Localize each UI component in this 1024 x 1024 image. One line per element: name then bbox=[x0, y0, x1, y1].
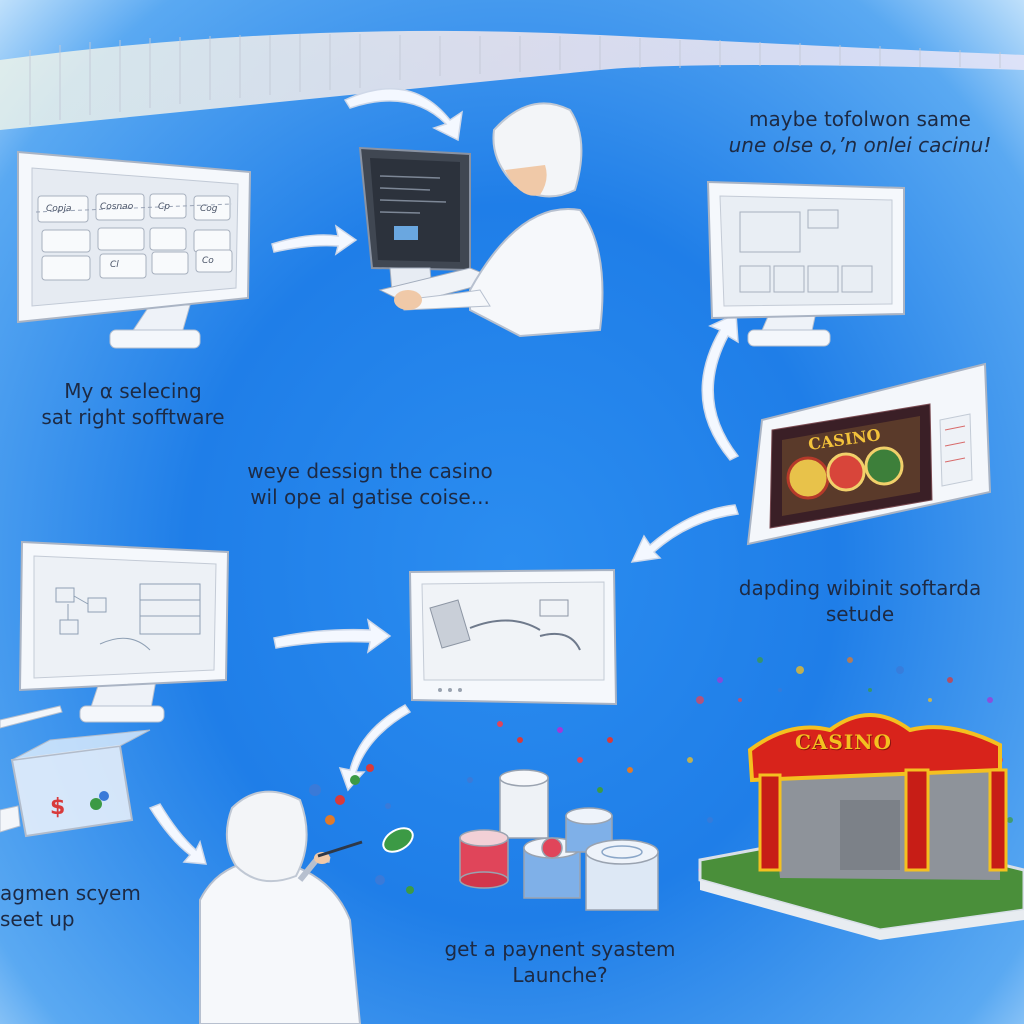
selector-button-grid: Copja Cosnao Cp Cog Cl Co bbox=[40, 198, 235, 278]
caption-payment-setup: agmen scyem seet up bbox=[0, 880, 160, 932]
top-card-banner bbox=[0, 30, 1024, 131]
arrow-box-to-person bbox=[148, 803, 208, 865]
caption-top-right: maybe tofolwon same une olse o,’n onlei … bbox=[700, 106, 1020, 158]
caption-line: get a paynent syastem bbox=[444, 937, 676, 961]
selector-button-label: Cog bbox=[200, 204, 218, 214]
caption-line: dapding wibinit softarda bbox=[738, 576, 982, 600]
arrow-top bbox=[343, 88, 463, 142]
selector-button-label: Cosnao bbox=[100, 202, 134, 212]
selector-button-label: Cp bbox=[158, 202, 170, 212]
caption-line: My α selecing bbox=[64, 379, 202, 403]
selector-button-label: Co bbox=[202, 256, 214, 266]
caption-line: sat right sofftware bbox=[41, 405, 225, 429]
caption-launch: get a paynent syastem Launche? bbox=[420, 936, 700, 988]
caption-line: seet up bbox=[0, 907, 75, 931]
caption-line: une olse o,’n onlei cacinu! bbox=[728, 133, 992, 157]
caption-line: wil ope al gatise coise... bbox=[250, 485, 490, 509]
caption-selecting-software: My α selecing sat right sofftware bbox=[18, 378, 248, 430]
casino-sign: CASINO bbox=[795, 730, 892, 754]
arrow-selector-to-user bbox=[271, 224, 358, 256]
caption-line: weye dessign the casino bbox=[247, 459, 493, 483]
svg-text:$: $ bbox=[50, 795, 65, 820]
caption-line: setude bbox=[825, 602, 895, 626]
caption-software-setup: dapding wibinit softarda setude bbox=[710, 575, 1010, 627]
arrow-down-left bbox=[630, 504, 740, 563]
caption-design-casino: weye dessign the casino wil ope al gatis… bbox=[220, 458, 520, 510]
selector-button-label: Copja bbox=[46, 204, 72, 214]
caption-line: agmen scyem bbox=[0, 881, 141, 905]
caption-line: Launche? bbox=[512, 963, 608, 987]
caption-line: maybe tofolwon same bbox=[749, 107, 971, 131]
selector-button-label: Cl bbox=[110, 260, 119, 270]
arrow-design-to-sketch bbox=[273, 618, 392, 654]
